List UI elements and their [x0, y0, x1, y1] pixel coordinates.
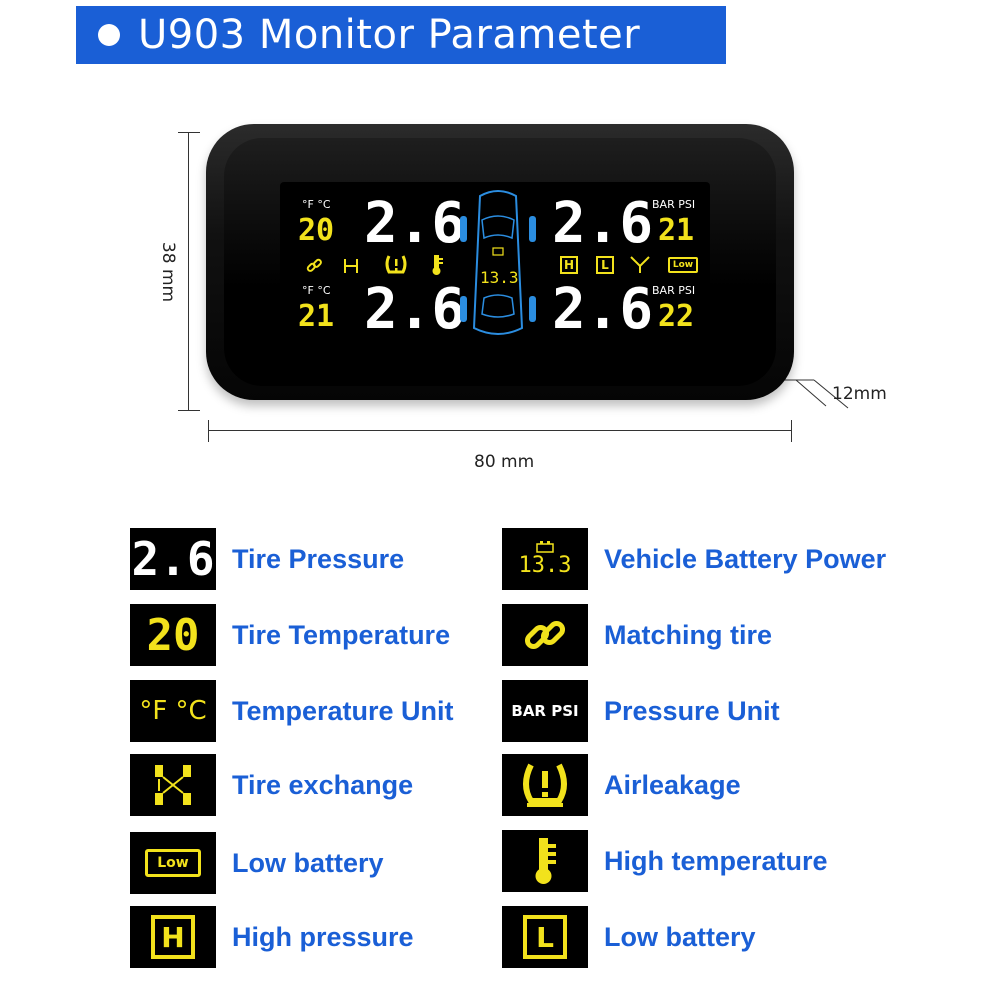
thermometer-icon — [432, 255, 443, 275]
legend-label-temperature-unit: Temperature Unit — [232, 695, 454, 726]
height-dimension-cap-top — [178, 132, 200, 133]
tire-exchange-icon — [344, 259, 358, 273]
legend-tile-pressure: 2.6 — [131, 532, 215, 586]
low-pressure-icon: L — [596, 256, 614, 274]
width-label: 80 mm — [474, 452, 535, 472]
legend-row-high-pressure: H High pressure — [130, 906, 414, 968]
depth-dimension-lines — [782, 379, 849, 409]
tpms-symbol — [523, 763, 567, 807]
legend-row-tire-exchange: Tire exchange — [130, 754, 413, 816]
legend-label-high-temperature: High temperature — [604, 845, 828, 876]
pressure-unit-icon: BAR PSI — [502, 680, 588, 742]
height-dimension-cap-bottom — [178, 410, 200, 411]
low-battery-text: Low — [672, 260, 694, 270]
high-pressure-icon: H — [130, 906, 216, 968]
rear-left-temperature: 21 — [298, 299, 335, 334]
front-left-temperature: 20 — [298, 213, 335, 248]
front-left-pressure: 2.6 — [364, 191, 466, 256]
legend-label-airleakage: Airleakage — [604, 769, 741, 800]
legend-row-pressure-unit: BAR PSI Pressure Unit — [502, 680, 780, 742]
temp-unit-bottom: °F °C — [302, 284, 331, 297]
link-symbol — [524, 620, 566, 650]
rear-right-temperature: 22 — [658, 299, 695, 334]
legend-row-low-battery-l: L Low battery — [502, 906, 756, 968]
battery-symbol — [536, 540, 554, 553]
legend-tile-l: L — [536, 920, 554, 954]
high-pressure-letter: H — [563, 258, 575, 272]
bullet-icon — [98, 24, 120, 46]
banner-title: U903 Monitor Parameter — [138, 12, 641, 58]
high-pressure-frame: H — [151, 915, 195, 959]
legend-label-high-pressure: High pressure — [232, 921, 414, 952]
legend-label-matching-tire: Matching tire — [604, 619, 773, 650]
pressure-unit-top: BAR PSI — [652, 198, 696, 211]
legend-row-tire-temperature: 20 Tire Temperature — [130, 604, 450, 666]
low-pressure-icon: L — [502, 906, 588, 968]
legend-row-high-temperature: High temperature — [502, 830, 828, 892]
legend-label-low-battery-l: Low battery — [604, 921, 756, 952]
legend-label-pressure-unit: Pressure Unit — [604, 695, 780, 726]
car-icon — [460, 190, 536, 335]
tire-exchange-symbol — [155, 765, 191, 805]
pressure-digits-icon: 2.6 — [130, 528, 216, 590]
width-dimension-cap-left — [208, 420, 209, 442]
height-dimension-line — [188, 132, 189, 410]
legend-tile-temp-unit: °F °C — [139, 696, 207, 726]
signal-icon — [630, 256, 650, 273]
legend-tile-low: Low — [157, 855, 189, 871]
thermometer-icon — [502, 830, 588, 892]
temp-unit-top: °F °C — [302, 198, 331, 211]
low-pressure-frame: L — [523, 915, 567, 959]
legend-tile-bar-psi: BAR PSI — [511, 702, 579, 720]
width-dimension-line — [208, 430, 792, 431]
high-pressure-icon: H — [560, 256, 578, 274]
temp-unit-icon: °F °C — [130, 680, 216, 742]
battery-voltage-icon: 13.3 — [502, 528, 588, 590]
height-label: 38 mm — [158, 241, 178, 303]
legend-tile-h: H — [161, 920, 185, 954]
legend-row-battery-power: 13.3 Vehicle Battery Power — [502, 528, 886, 590]
low-battery-icon: Low — [130, 832, 216, 894]
temperature-digits-icon: 20 — [130, 604, 216, 666]
link-icon — [502, 604, 588, 666]
low-pressure-letter: L — [601, 258, 609, 272]
rear-right-pressure: 2.6 — [552, 277, 654, 342]
legend-tile-voltage: 13.3 — [518, 552, 572, 578]
legend-label-battery-power: Vehicle Battery Power — [604, 543, 887, 574]
thermometer-symbol — [535, 838, 556, 884]
legend-row-matching-tire: Matching tire — [502, 604, 772, 666]
width-dimension-cap-right — [791, 420, 792, 442]
legend-label-tire-exchange: Tire exchange — [232, 769, 414, 800]
legend-label-low-battery: Low battery — [232, 847, 384, 878]
legend-row-low-battery: Low Low battery — [130, 832, 384, 894]
legend-row-temperature-unit: °F °C Temperature Unit — [130, 680, 454, 742]
legend-tile-temperature: 20 — [146, 609, 200, 661]
legend-row-airleakage: Airleakage — [502, 754, 741, 816]
tire-exchange-icon — [130, 754, 216, 816]
tpms-warning-icon — [502, 754, 588, 816]
legend-label-tire-temperature: Tire Temperature — [232, 619, 451, 650]
low-battery-frame: Low — [145, 849, 201, 877]
front-right-pressure: 2.6 — [552, 191, 654, 256]
legend-row-tire-pressure: 2.6 Tire Pressure — [130, 528, 404, 590]
low-battery-icon: Low — [668, 257, 698, 273]
front-right-temperature: 21 — [658, 213, 695, 248]
pressure-unit-bottom: BAR PSI — [652, 284, 696, 297]
lcd-screen: °F °C 20 2.6 °F °C 21 2.6 13.3 2.6 BAR P… — [280, 182, 710, 348]
title-banner: U903 Monitor Parameter — [76, 6, 726, 64]
depth-label: 12mm — [832, 384, 887, 404]
battery-voltage: 13.3 — [480, 268, 519, 287]
link-icon — [306, 258, 322, 272]
legend-label-tire-pressure: Tire Pressure — [232, 543, 405, 574]
tpms-warning-icon — [385, 255, 407, 274]
rear-left-pressure: 2.6 — [364, 277, 466, 342]
